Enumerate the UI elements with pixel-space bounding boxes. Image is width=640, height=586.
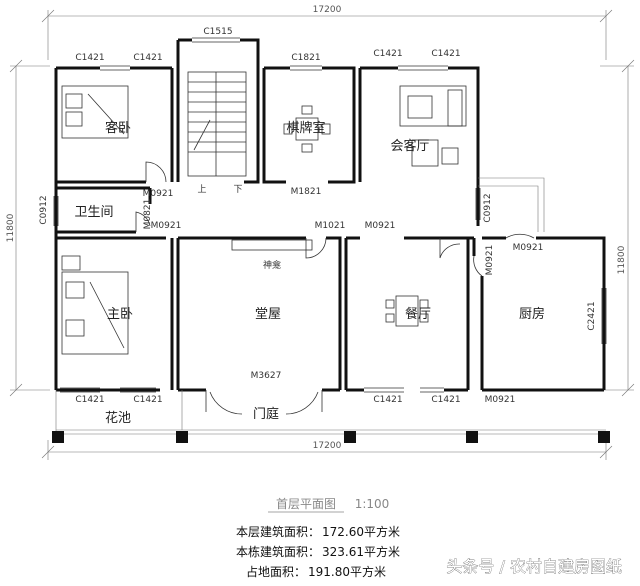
room-living-room: 会客厅 xyxy=(390,138,429,154)
label-stair-up: 上 xyxy=(197,184,206,195)
area-label-land: 占地面积： xyxy=(246,564,306,579)
room-chess-room: 棋牌室 xyxy=(286,120,325,136)
code-m0921-kitchen-side: M0921 xyxy=(485,245,495,276)
code-c1821: C1821 xyxy=(291,53,320,63)
master-bed xyxy=(61,255,129,355)
code-c1421-c: C1421 xyxy=(373,49,402,59)
code-m0821: M0821 xyxy=(143,199,153,230)
room-kitchen: 厨房 xyxy=(519,306,545,322)
kitchen-counter xyxy=(478,177,545,232)
label-stair-down: 下 xyxy=(233,185,242,195)
dimension-right: 11800 xyxy=(617,245,627,274)
code-m0921-kitchen-top: M0921 xyxy=(513,243,544,253)
room-bathroom: 卫生间 xyxy=(74,205,113,220)
code-c2421: C2421 xyxy=(587,301,597,330)
area-value-floor: 172.60平方米 xyxy=(322,524,400,539)
dimension-left: 11800 xyxy=(6,213,16,242)
dimension-top: 17200 xyxy=(313,5,342,15)
door-swings xyxy=(135,161,535,415)
code-c1421-a: C1421 xyxy=(75,53,104,63)
guest-bed xyxy=(61,85,129,139)
dimension-lines xyxy=(9,9,635,460)
columns xyxy=(52,431,610,443)
code-m0921-guest: M0921 xyxy=(143,189,174,199)
code-c0912-right: C0912 xyxy=(483,193,493,222)
shrine-table xyxy=(231,239,313,251)
area-value-building: 323.61平方米 xyxy=(322,544,400,559)
room-guest-bedroom: 客卧 xyxy=(105,120,131,136)
area-value-land: 191.80平方米 xyxy=(308,564,386,579)
code-c1421-g: C1421 xyxy=(373,395,402,405)
code-c1421-e: C1421 xyxy=(75,395,104,405)
code-m1021: M1021 xyxy=(315,221,346,231)
code-m0921-bottom: M0921 xyxy=(485,395,516,405)
watermark: 头条号 / 农村自建房图纸 xyxy=(446,557,622,576)
code-m1821: M1821 xyxy=(291,187,322,197)
windows xyxy=(53,37,607,393)
room-master-bedroom: 主卧 xyxy=(107,307,133,322)
dimension-bottom: 17200 xyxy=(313,441,342,451)
code-c1421-f: C1421 xyxy=(133,395,162,405)
chess-table xyxy=(283,105,331,153)
room-entrance: 门庭 xyxy=(253,406,279,422)
code-m0921-dining: M0921 xyxy=(365,221,396,231)
plan-title: 首层平面图 xyxy=(276,497,336,511)
code-m3627: M3627 xyxy=(251,371,282,381)
code-c0912-left: C0912 xyxy=(39,195,49,224)
dining-table xyxy=(385,295,429,327)
room-main-hall: 堂屋 xyxy=(255,307,281,322)
plan-scale: 1:100 xyxy=(355,497,390,511)
sofa-set xyxy=(399,85,467,167)
room-dining: 餐厅 xyxy=(405,306,431,322)
label-shrine: 神龛 xyxy=(263,259,281,271)
area-label-building: 本栋建筑面积： xyxy=(236,544,320,559)
code-m0921-bath: M0921 xyxy=(151,221,182,231)
code-c1421-b: C1421 xyxy=(133,53,162,63)
code-c1421-d: C1421 xyxy=(431,49,460,59)
walls xyxy=(54,38,606,392)
staircase xyxy=(187,71,247,177)
code-c1421-h: C1421 xyxy=(431,395,460,405)
area-label-floor: 本层建筑面积： xyxy=(236,524,320,539)
code-c1515: C1515 xyxy=(203,27,232,37)
room-flower-bed: 花池 xyxy=(105,410,131,426)
